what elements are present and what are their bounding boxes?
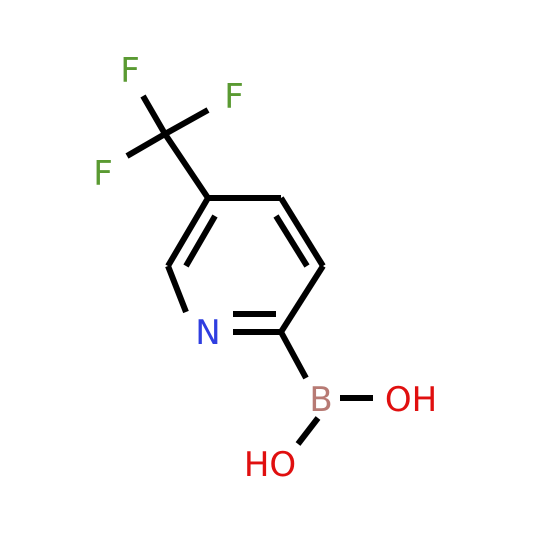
bond-cf3-c5 (162, 132, 211, 200)
atom-labels: F F F N B OH HO (93, 51, 437, 485)
bond-cf3-f1 (140, 94, 168, 136)
bond-c6-c5-inner (183, 214, 218, 268)
atom-f2: F (224, 77, 244, 117)
atom-f1: F (120, 51, 140, 91)
atom-oh-right: OH (385, 380, 437, 420)
bond-c3-c2 (278, 264, 326, 334)
atom-n: N (195, 313, 220, 353)
atom-oh-bottom: HO (244, 445, 296, 485)
bond-b-oh2 (295, 416, 321, 446)
atom-b: B (309, 380, 332, 420)
bond-c6-c5-outer (165, 196, 211, 268)
bond-n-c6 (165, 264, 189, 314)
bond-c4-c3-outer (278, 196, 326, 268)
bond-cf3-f3 (125, 131, 167, 159)
bond-c4-c3-inner (273, 214, 310, 268)
bonds (125, 94, 373, 446)
bond-cf3-f2 (163, 107, 210, 137)
bond-c2-b (278, 330, 309, 380)
atom-f3: F (93, 154, 113, 194)
